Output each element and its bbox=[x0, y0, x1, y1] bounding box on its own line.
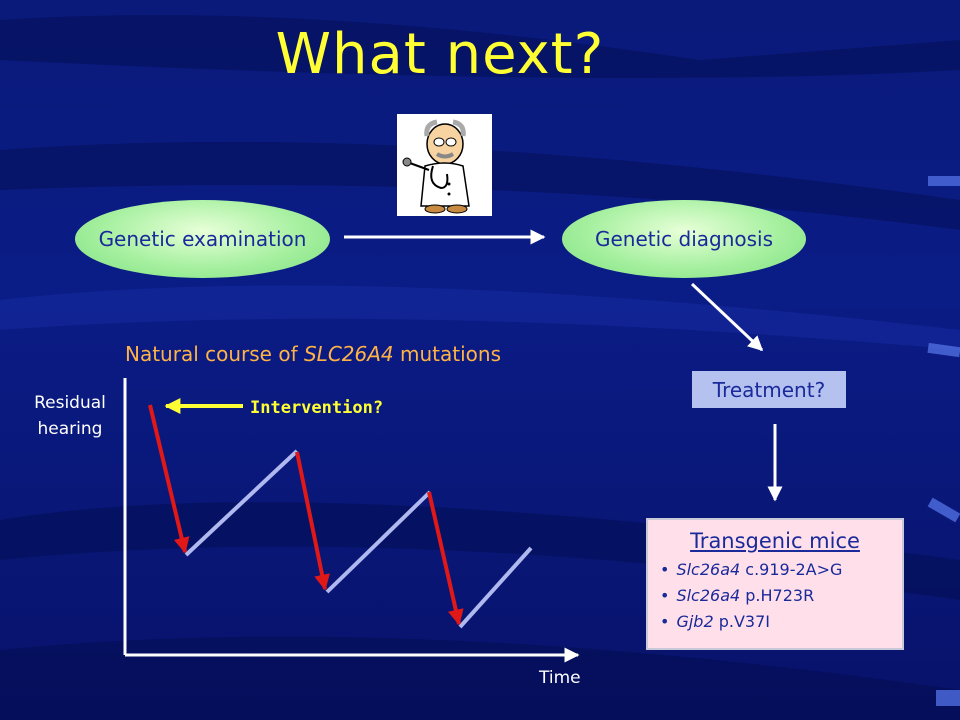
intervention-label: Intervention? bbox=[250, 398, 384, 418]
drop-arrow bbox=[295, 451, 330, 591]
list-item: Gjb2 p.V37I bbox=[660, 609, 902, 635]
y-axis-label-line2: hearing bbox=[37, 419, 103, 439]
flow-arrow-diagnosis-to-treatment bbox=[690, 282, 764, 352]
mice-title: Transgenic mice bbox=[690, 529, 860, 553]
list-item: Slc26a4 p.H723R bbox=[660, 583, 902, 609]
gene-name: Gjb2 bbox=[676, 612, 714, 631]
mice-list: Slc26a4 c.919-2A>G Slc26a4 p.H723R Gjb2 … bbox=[648, 557, 902, 635]
x-axis-label: Time bbox=[539, 668, 581, 688]
slide-title: What next? bbox=[275, 22, 605, 87]
y-axis-label-line1: Residual bbox=[34, 393, 106, 413]
recovery-lines bbox=[184, 449, 533, 629]
course-title-suffix: mutations bbox=[393, 342, 501, 366]
recovery-line bbox=[184, 449, 299, 557]
recovery-line bbox=[325, 490, 432, 594]
y-axis-label: Residual hearing bbox=[22, 390, 118, 442]
gene-name: Slc26a4 bbox=[676, 560, 741, 579]
course-title: Natural course of SLC26A4 mutations bbox=[125, 342, 501, 366]
variant-name: p.V37I bbox=[713, 612, 770, 631]
drop-arrow bbox=[427, 491, 464, 626]
list-item: Slc26a4 c.919-2A>G bbox=[660, 557, 902, 583]
course-title-prefix: Natural course of bbox=[125, 342, 304, 366]
genetic-examination-node: Genetic examination bbox=[75, 200, 330, 278]
drop-arrow bbox=[148, 404, 190, 554]
doctor-icon bbox=[397, 114, 492, 216]
genetic-diagnosis-node: Genetic diagnosis bbox=[562, 200, 806, 278]
drop-arrows bbox=[148, 404, 464, 626]
gene-name: Slc26a4 bbox=[676, 586, 741, 605]
variant-name: p.H723R bbox=[740, 586, 815, 605]
transgenic-mice-box: Transgenic mice Slc26a4 c.919-2A>G Slc26… bbox=[646, 518, 904, 650]
recovery-line bbox=[458, 546, 533, 629]
treatment-box: Treatment? bbox=[692, 371, 846, 408]
course-title-gene: SLC26A4 bbox=[303, 342, 394, 366]
variant-name: c.919-2A>G bbox=[740, 560, 843, 579]
